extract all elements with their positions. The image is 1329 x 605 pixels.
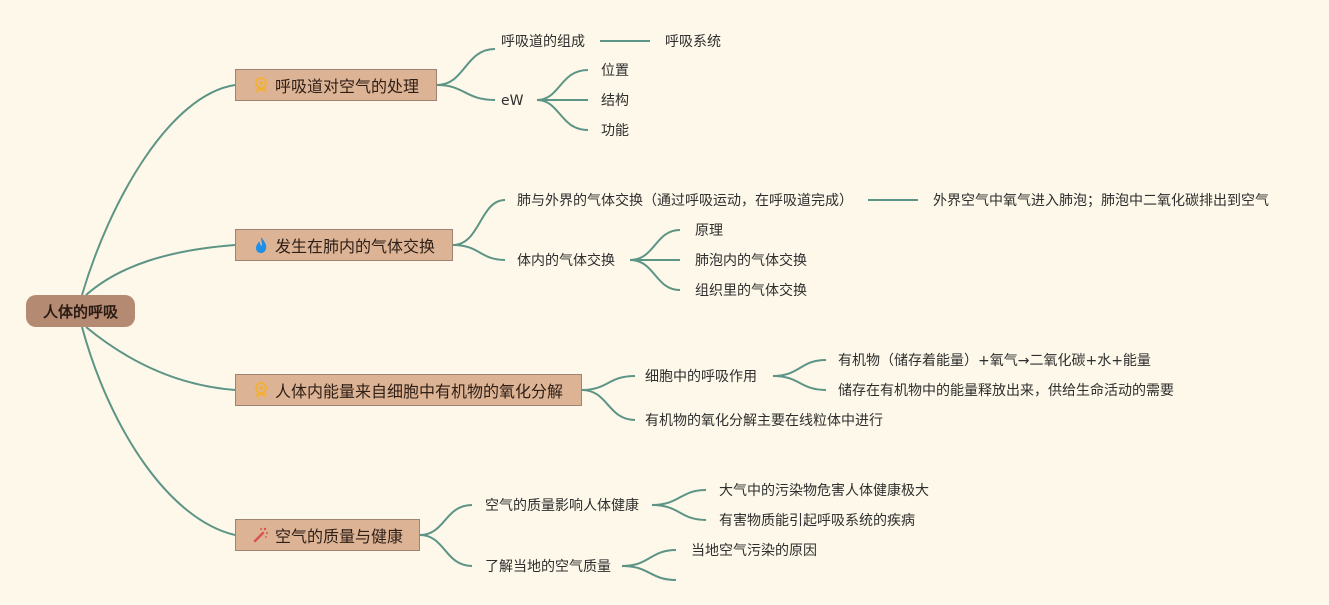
- node-energy-release[interactable]: 储存在有机物中的能量释放出来，供给生命活动的需要: [838, 383, 1174, 399]
- link-b2-c1: [452, 199, 506, 246]
- link-root-b3: [85, 326, 236, 391]
- branch-node-lung-gas-exchange[interactable]: 发生在肺内的气体交换: [235, 229, 453, 261]
- link-b3-c1-l1: [772, 359, 827, 377]
- branch-node-air-processing[interactable]: 呼吸道对空气的处理: [235, 69, 437, 101]
- magic-wand-icon: [251, 525, 271, 545]
- link-b1-c2-l1: [536, 69, 589, 101]
- branch-node-air-quality-health[interactable]: 空气的质量与健康: [235, 519, 420, 551]
- node-structure[interactable]: 结构: [601, 93, 629, 109]
- node-respiratory-system[interactable]: 呼吸系统: [665, 34, 721, 50]
- link-b2-c2-l1: [629, 229, 681, 261]
- link-b4-c2: [419, 534, 473, 567]
- branch-label: 发生在肺内的气体交换: [275, 237, 436, 256]
- link-b3-c2: [581, 389, 636, 421]
- node-ew[interactable]: eW: [501, 93, 524, 109]
- link-b1-c1: [436, 48, 496, 86]
- link-b2-c2: [452, 244, 506, 261]
- node-local-pollution-cause[interactable]: 当地空气污染的原因: [691, 543, 817, 559]
- branch-label: 人体内能量来自细胞中有机物的氧化分解: [275, 382, 564, 401]
- root-node[interactable]: 人体的呼吸: [26, 295, 135, 327]
- link-root-b4: [81, 326, 236, 536]
- node-local-air-quality[interactable]: 了解当地的空气质量: [485, 559, 611, 575]
- link-b4-c1-l1: [651, 489, 707, 506]
- node-respiration-formula[interactable]: 有机物（储存着能量）+氧气→二氧化碳+水+能量: [838, 353, 1151, 369]
- medal-icon: [251, 380, 271, 400]
- branch-node-energy-oxidation[interactable]: 人体内能量来自细胞中有机物的氧化分解: [235, 374, 582, 406]
- link-b4-c2-l1: [621, 549, 677, 567]
- node-principle[interactable]: 原理: [695, 223, 723, 239]
- node-respiratory-tract-composition[interactable]: 呼吸道的组成: [501, 34, 585, 50]
- node-tissue-exchange[interactable]: 组织里的气体交换: [695, 283, 807, 299]
- node-function[interactable]: 功能: [601, 123, 629, 139]
- link-b4-c1-l2: [651, 504, 707, 521]
- link-b1-c2: [436, 84, 496, 101]
- node-mitochondria[interactable]: 有机物的氧化分解主要在线粒体中进行: [645, 413, 883, 429]
- root-label: 人体的呼吸: [42, 302, 118, 321]
- branch-label: 呼吸道对空气的处理: [275, 77, 420, 96]
- flame-icon: [251, 235, 271, 255]
- link-b4-c2-l2: [621, 565, 677, 581]
- node-internal-gas-exchange[interactable]: 体内的气体交换: [517, 253, 615, 269]
- link-root-b1: [81, 84, 236, 296]
- node-position[interactable]: 位置: [601, 63, 629, 79]
- node-pollutant-harm[interactable]: 大气中的污染物危害人体健康极大: [719, 483, 929, 499]
- medal-icon: [251, 75, 271, 95]
- link-b3-c1: [581, 375, 636, 391]
- node-lung-external-exchange[interactable]: 肺与外界的气体交换（通过呼吸运动，在呼吸道完成）: [517, 193, 853, 209]
- node-respiratory-disease[interactable]: 有害物质能引起呼吸系统的疾病: [719, 513, 915, 529]
- node-air-quality-effect[interactable]: 空气的质量影响人体健康: [485, 498, 639, 514]
- node-oxygen-co2-exchange[interactable]: 外界空气中氧气进入肺泡；肺泡中二氧化碳排出到空气: [933, 193, 1269, 209]
- node-alveolar-exchange[interactable]: 肺泡内的气体交换: [695, 253, 807, 269]
- link-b1-c2-l3: [536, 99, 589, 131]
- link-b3-c1-l2: [772, 375, 827, 391]
- branch-label: 空气的质量与健康: [275, 527, 404, 546]
- node-cell-respiration[interactable]: 细胞中的呼吸作用: [645, 369, 757, 385]
- link-b4-c1: [419, 504, 473, 536]
- link-b2-c2-l3: [629, 259, 681, 291]
- link-root-b2: [85, 244, 236, 296]
